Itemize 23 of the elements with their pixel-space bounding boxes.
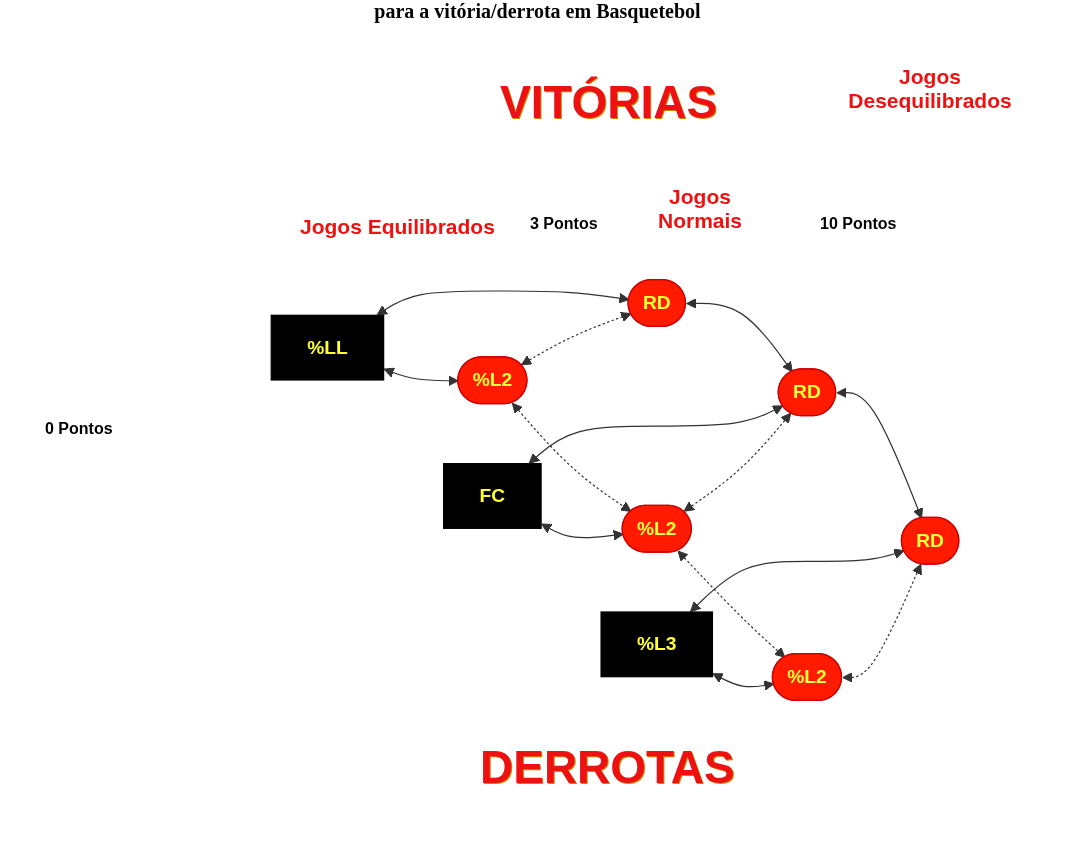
arrow: [528, 405, 784, 464]
zone-heading: VITÓRIAS: [500, 75, 718, 129]
arrow: [842, 563, 922, 683]
node-box: %L3: [600, 611, 714, 678]
arrow: [521, 311, 632, 366]
node-box: %LL: [270, 314, 385, 381]
arrow: [712, 673, 775, 691]
zone-heading: DERROTAS: [480, 740, 735, 794]
score-label: 3 Pontos: [530, 215, 598, 233]
score-label: 10 Pontos: [820, 215, 897, 233]
zone-label: Jogos Normais: [657, 185, 743, 233]
score-label: 0 Pontos: [45, 420, 113, 438]
zone-label: Jogos Equilibrados: [300, 215, 495, 239]
zone-label: Jogos Desequilibrados: [847, 65, 1013, 113]
arrow: [690, 548, 905, 613]
arrow: [677, 550, 786, 658]
arrow: [683, 412, 792, 512]
arrow: [836, 387, 923, 519]
arrow: [541, 523, 624, 541]
arrow: [686, 298, 793, 373]
node-box: FC: [443, 463, 542, 529]
arrow: [511, 402, 632, 512]
diagram-title: para a vitória/derrota em Basquetebol: [373, 0, 702, 23]
